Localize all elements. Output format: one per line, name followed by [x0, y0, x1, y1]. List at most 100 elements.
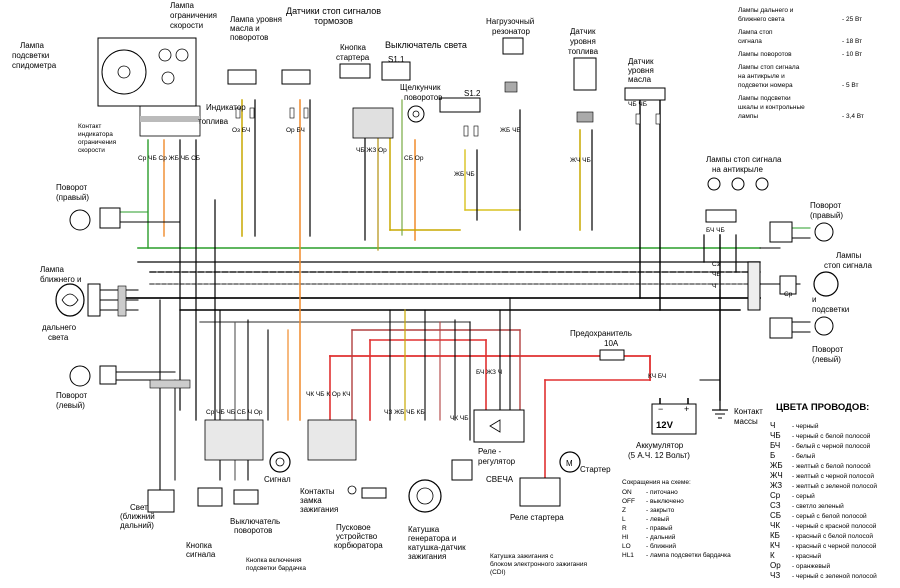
label-plate-light: и подсветки — [812, 295, 849, 314]
battery-symbol — [651, 403, 697, 435]
abbrev-desc: - левый — [646, 515, 670, 523]
wire-color-desc: - оранжевый — [792, 562, 830, 570]
label-s12: S1.2 — [464, 89, 481, 98]
wire-color-code: К — [770, 551, 775, 560]
wirecode-bottom-left: Ср ЧБ ЧБ СБ Ч Ор — [206, 409, 263, 416]
carb-start-symbol — [361, 487, 387, 499]
wirecode-oil: ЧБ ЧБ — [628, 101, 647, 108]
abbrev-desc: - питочано — [646, 489, 678, 496]
rear-lamp — [813, 271, 839, 297]
wire-color-code: ЧК — [770, 521, 780, 530]
label-fuel-level-sensor: Датчик уровня топлива — [568, 27, 599, 56]
turn-right-front-lamp — [69, 209, 91, 231]
wire-color-desc: - черный с белой полосой — [792, 432, 871, 440]
label-ground: Контакт массы — [734, 407, 765, 426]
labels: Лампа подсветки спидометра Лампа огранич… — [12, 1, 873, 576]
label-oil-level-sensor: Датчик уровня масла — [628, 57, 656, 84]
wire-color-desc: - серый с белой полосой — [792, 512, 867, 520]
label-brake-sensors: Датчики стоп сигналов тормозов — [286, 6, 384, 26]
abbrev-code: L — [622, 516, 626, 523]
battery-minus: − — [658, 404, 663, 414]
wire-color-desc: - черный с красной полосой — [792, 522, 877, 530]
wires — [99, 99, 811, 501]
wirecode-right-2: ЧБ — [712, 271, 721, 278]
wire-color-desc: - красный с черной полосой — [792, 542, 877, 550]
regulator-symbol — [473, 409, 525, 443]
wire-color-desc: - желтый с черной полосой — [792, 472, 874, 480]
lamp-power-name: шкалы и контрольные — [738, 104, 805, 111]
lamp-power-name: лампы — [738, 113, 758, 120]
ignition-contacts-block — [307, 419, 357, 461]
wirecode-fuse-out: КЧ БЧ — [648, 373, 666, 380]
speedometer-gauge — [101, 49, 147, 95]
label-turn-clicker: Щелкунчик поворотов — [400, 83, 443, 102]
starter-motor-symbol — [559, 451, 581, 473]
lamp-power-value: - 5 Вт — [842, 82, 859, 89]
wirecode-clicker: СБ Ор — [404, 155, 424, 162]
label-generator: Катушка генератора и катушка-датчик зажи… — [408, 525, 468, 561]
label-ignition-coil: Катушка зажигания с блоком электронного … — [490, 553, 589, 576]
lamp-power-name: Лампы дальнего и — [738, 7, 794, 14]
label-light-switch-left: Свет (ближний дальний) — [120, 503, 157, 530]
label-high-beam: дальнего света — [42, 323, 78, 342]
label-starter: Стартер — [580, 465, 611, 474]
wire-color-desc: - красный — [792, 552, 822, 560]
label-ignition-contacts: Контакты замка зажигания — [300, 487, 338, 514]
turn-clicker-symbol — [407, 105, 425, 123]
wire-color-code: КБ — [770, 531, 780, 540]
wirecode-s12: ЖБ ЧБ — [454, 171, 475, 178]
wire-color-code: Ор — [770, 561, 781, 570]
lamp-power-name: на антикрыле и — [738, 73, 785, 80]
fuse-symbol — [599, 349, 625, 361]
label-horn: Сигнал — [264, 475, 291, 484]
abbrev-desc: - дальний — [646, 533, 676, 541]
fuel-sensor-symbol — [573, 57, 597, 91]
wirecode-right-1: Сз — [712, 261, 720, 268]
wirecode-ignition: ЧК ЧБ К Ор КЧ — [306, 391, 351, 398]
label-starter-relay: Реле стартера — [510, 513, 564, 522]
brake-lamp-arm-1 — [707, 177, 721, 191]
abbrev-code: Z — [622, 507, 626, 514]
abbrev-desc: - выключено — [646, 498, 684, 505]
wirecode-carb: ЧЗ ЖБ ЧБ КБ — [384, 409, 425, 416]
lamp-power-value: - 18 Вт — [842, 38, 862, 45]
brake-sensor-right-connector — [281, 69, 311, 85]
starter-button-connector — [339, 63, 371, 79]
lamp-power-name: ближнего света — [738, 15, 785, 23]
abbrev-code: ON — [622, 489, 632, 496]
label-rear-lamps: Лампы стоп сигнала — [824, 251, 873, 270]
wire-color-desc: - серый — [792, 492, 815, 500]
abbrev-title: Сокращения на схеме: — [622, 479, 691, 486]
wire-color-desc: - красный с белой полосой — [792, 532, 873, 540]
lamp-power-value: - 25 Вт — [842, 16, 862, 23]
lamp-power-name: Лампа стоп — [738, 29, 773, 36]
wirecode-right-3: Ч — [712, 283, 716, 290]
wirecode-top-left: Ср ЧБ Ср ЖБ ЧБ СБ — [138, 155, 200, 162]
label-brake-lamps-arm: Лампы стоп сигнала на антикрыле — [706, 155, 784, 174]
turn-left-front-lamp — [69, 365, 91, 387]
lamp-power-name: Лампы стоп сигнала — [738, 64, 800, 71]
label-turn-switch: Выключатель поворотов — [230, 517, 282, 535]
label-carb-start: Пусковое устройство корбюратора — [334, 523, 383, 550]
abbrev-code: HI — [622, 534, 629, 541]
abbrev-code: R — [622, 525, 627, 532]
wirecode-resonator: ЖБ ЧБ — [500, 127, 521, 134]
label-regulator: Реле - регулятор — [478, 447, 516, 466]
label-battery-voltage: 12V — [656, 420, 674, 431]
label-fuel-indicator: Индикатор топлива — [198, 103, 248, 126]
turn-left-rear-lamp — [814, 316, 834, 336]
label-tank-light-button: Кнопка включения подсветки бардачка — [246, 557, 306, 572]
wire-color-code: СЗ — [770, 501, 781, 510]
label-low-beam: Лампа ближнего и — [40, 265, 81, 284]
wire-color-code: Ч — [770, 421, 775, 430]
wire-color-desc: - белый — [792, 452, 815, 460]
lamp-power-value: - 3,4 Вт — [842, 113, 864, 120]
wire-color-desc: - черный с зеленой полосой — [792, 572, 877, 580]
abbrev-desc: - правый — [646, 524, 673, 532]
lamp-power-name: подсветки номера — [738, 82, 793, 89]
label-speedo-lamp: Лампа подсветки спидометра — [12, 41, 57, 70]
horn-symbol — [269, 451, 291, 473]
wire-color-desc: - белый с черной полосой — [792, 442, 871, 450]
